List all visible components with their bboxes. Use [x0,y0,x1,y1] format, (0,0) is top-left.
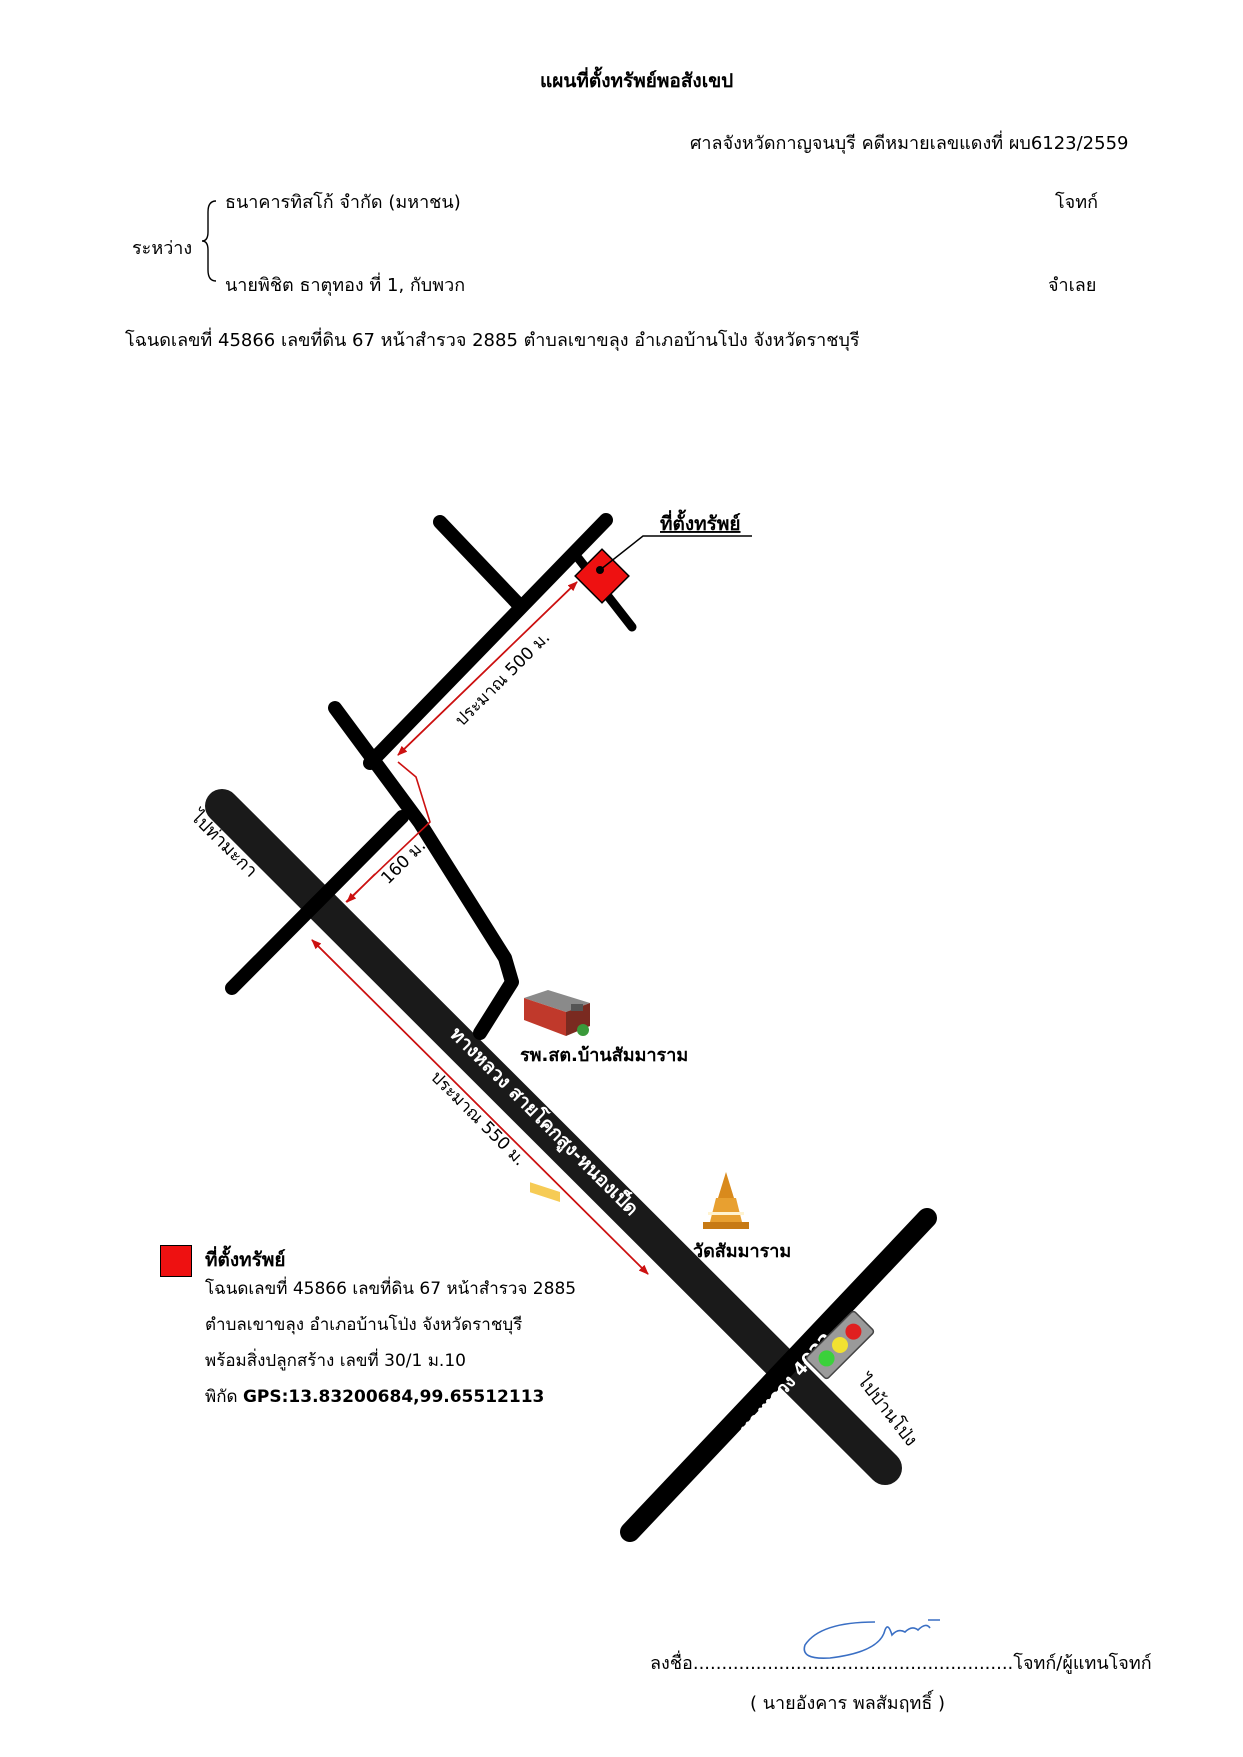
temple-icon [703,1172,749,1229]
legend-line-2: ตำบลเขาขลุง อำเภอบ้านโป่ง จังหวัดราชบุรี [205,1315,523,1335]
access-road [363,513,613,770]
sign-dots: ........................................… [692,1653,1014,1674]
curly-brace [201,200,217,282]
defendant-role: จำเลย [1048,275,1097,296]
dist-160-label: 160 ม. [377,836,430,889]
legend-swatch [160,1245,192,1277]
traffic-light-icon [805,1310,875,1380]
signer-name: ( นายอังคาร พลสัมฤทธิ์ ) [750,1693,946,1714]
branch-road [433,515,528,614]
court-case-line: ศาลจังหวัดกาญจนบุรี คดีหมายเลขแดงที่ ผบ6… [690,133,1129,154]
gps-prefix: พิกัด [205,1387,243,1407]
side-road [328,701,519,1040]
property-map-label: ที่ตั้งทรัพย์ [660,509,741,535]
deed-line: โฉนดเลขที่ 45866 เลขที่ดิน 67 หน้าสำรวจ … [125,330,860,351]
signature-scribble [803,1619,940,1660]
property-marker [574,535,752,604]
legend-line-3: พร้อมสิ่งปลูกสร้าง เลขที่ 30/1 ม.10 [205,1351,466,1371]
legend-title: ที่ตั้งทรัพย์ [205,1249,286,1271]
sign-role: โจทก์/ผู้แทนโจทก์ [1013,1653,1152,1674]
sign-label: ลงชื่อ [650,1653,693,1674]
legend-gps-line: พิกัด GPS:13.83200684,99.65512113 [205,1382,544,1412]
highway-4022-road [620,1208,937,1542]
main-highway-road [205,789,902,1485]
health-center-label: รพ.สต.บ้านสัมมาราม [520,1045,688,1066]
hospital-building-icon [524,990,590,1202]
dist-500-label: ประมาณ 500 ม. [451,628,554,731]
signature-line: ลงชื่อ..................................… [650,1648,1152,1677]
cross-road [225,810,409,995]
page-title: แผนที่ตั้งทรัพย์พอสังเขป [540,70,734,92]
plaintiff-role: โจทก์ [1055,192,1098,213]
plaintiff-name: ธนาคารทิสโก้ จำกัด (มหาชน) [225,192,461,213]
defendant-name: นายพิชิต ธาตุทอง ที่ 1, กับพวก [225,275,466,296]
gps-value: GPS:13.83200684,99.65512113 [242,1387,545,1407]
temple-label: วัดสัมมาราม [693,1241,791,1262]
legend-line-1: โฉนดเลขที่ 45866 เลขที่ดิน 67 หน้าสำรวจ … [205,1279,577,1299]
arrow-160 [345,761,431,903]
between-label: ระหว่าง [132,238,193,259]
